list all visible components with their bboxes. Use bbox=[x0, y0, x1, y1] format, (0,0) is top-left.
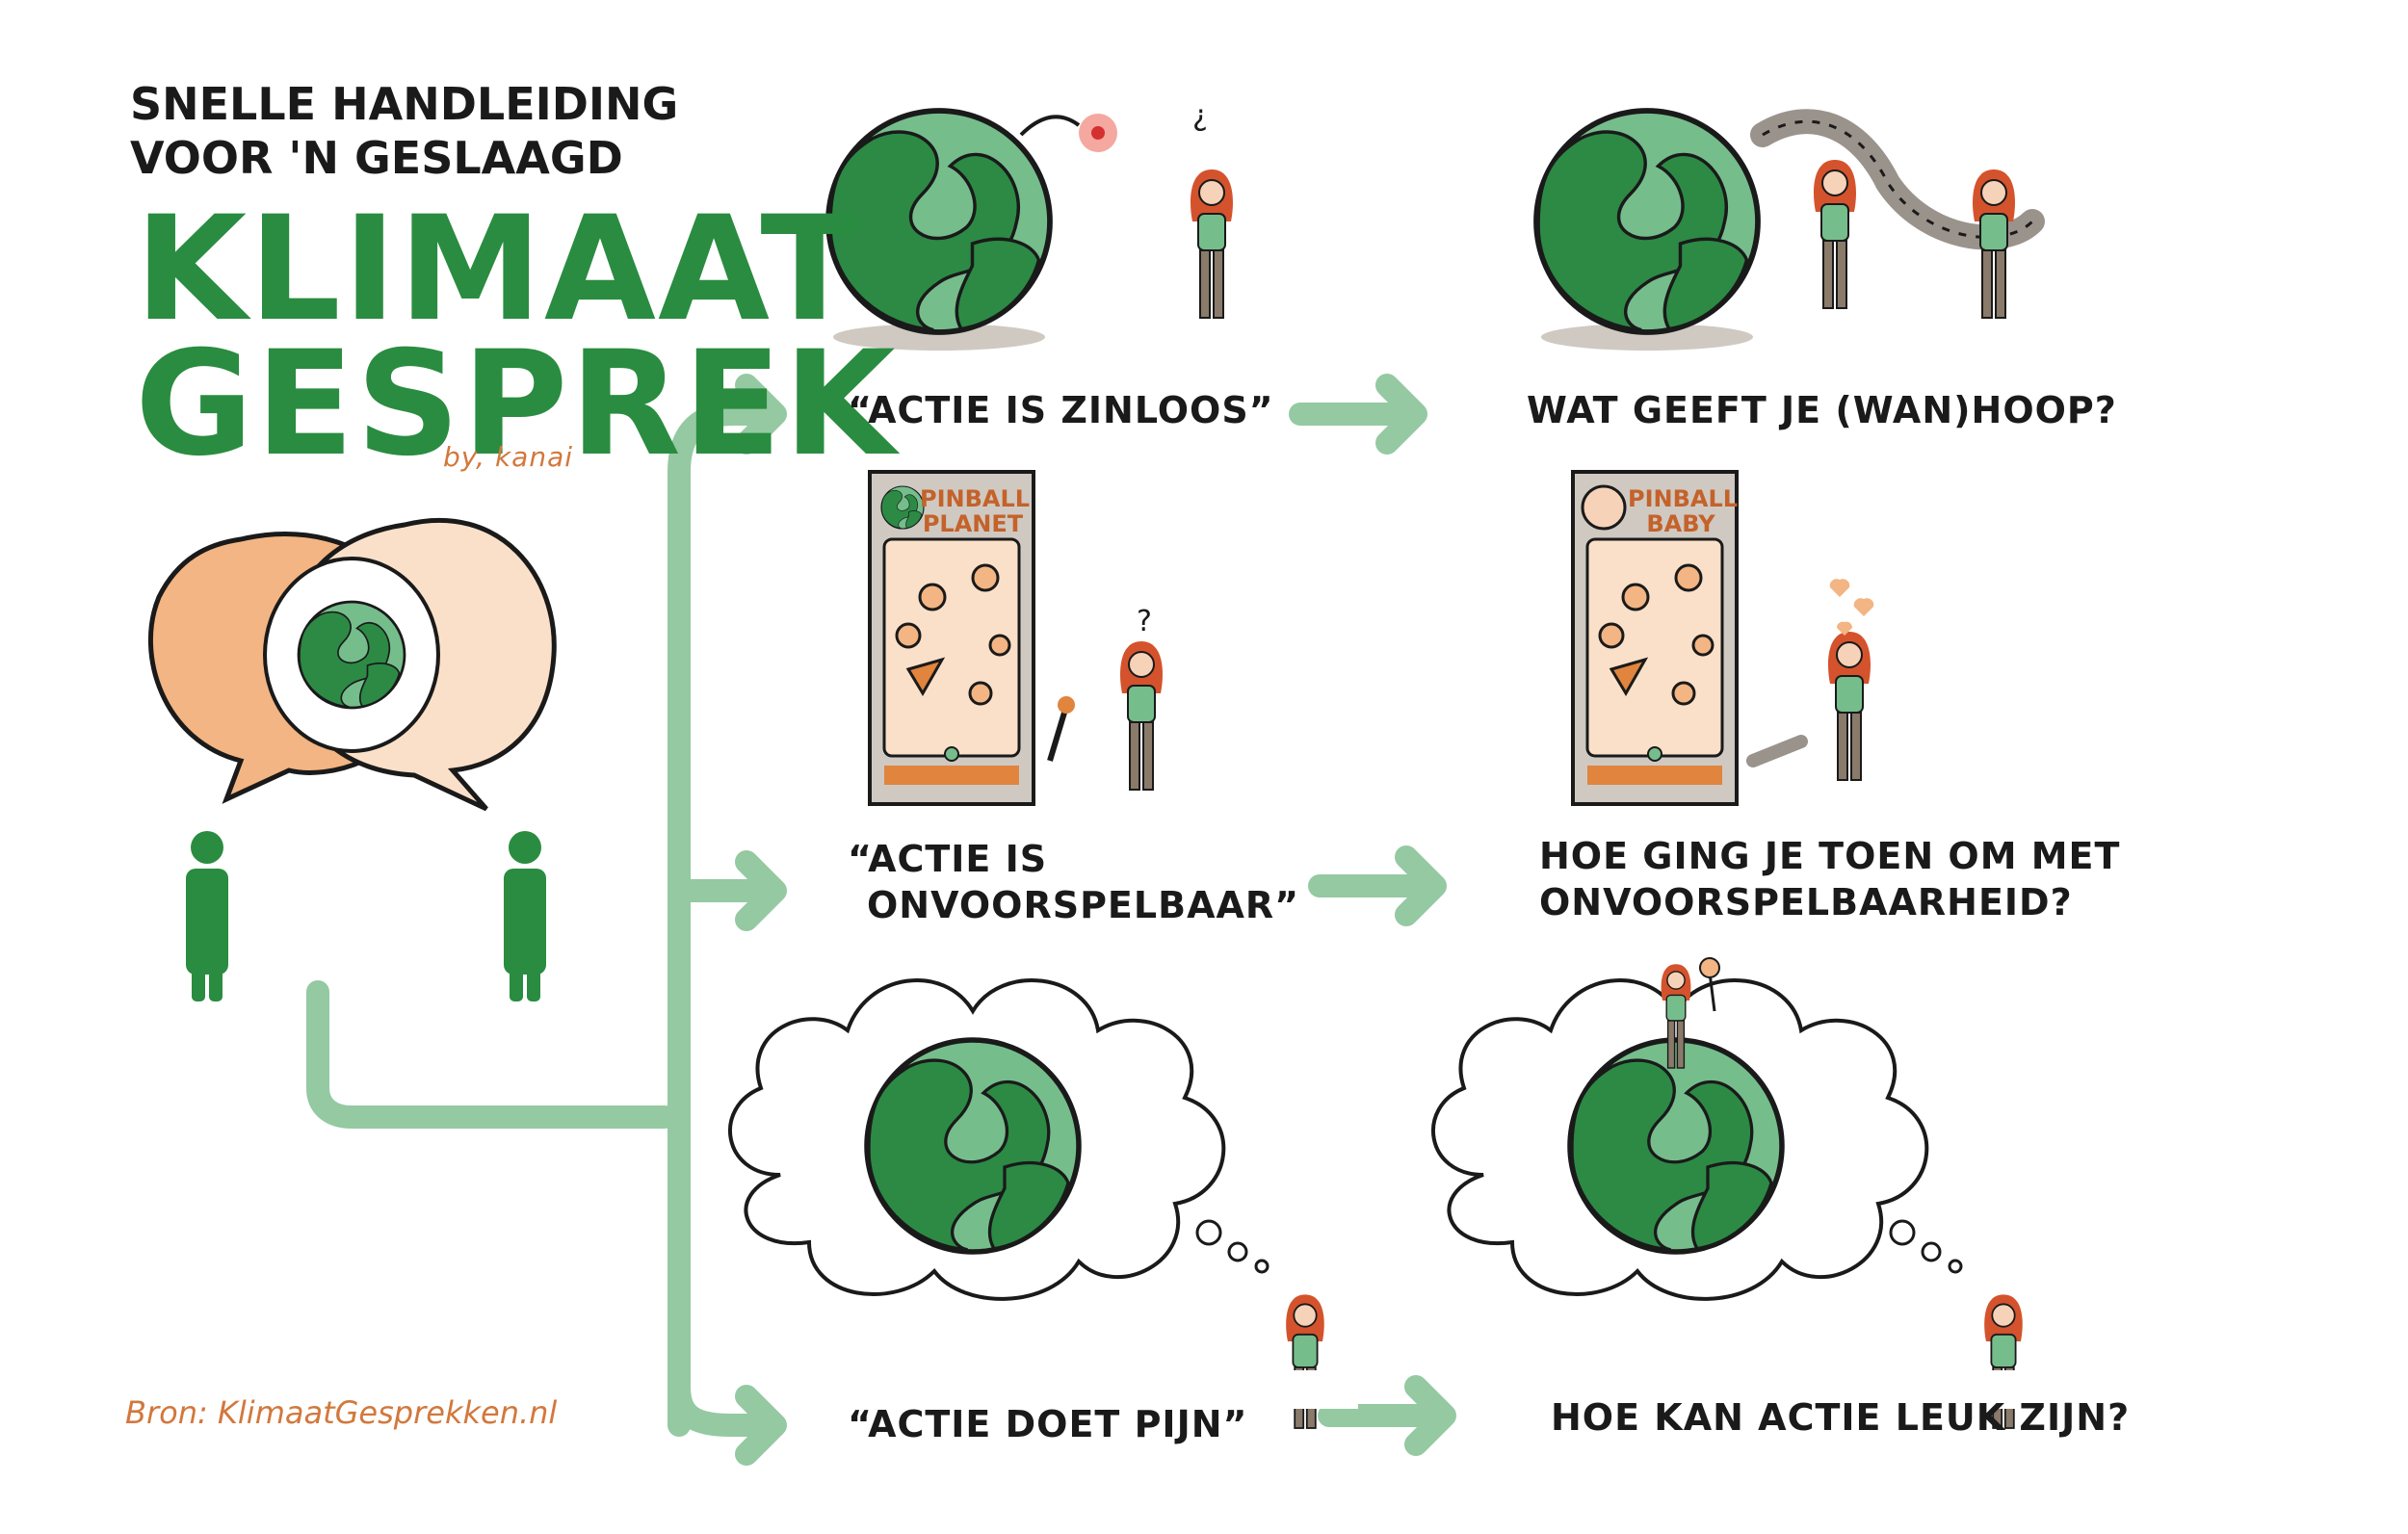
row2-question: HOE GING JE TOEN OM MET ONVOORSPELBAARHE… bbox=[1539, 833, 2120, 925]
row1-left-scene: ¿ bbox=[828, 99, 1234, 351]
row2-statement: “ACTIE IS ONVOORSPELBAAR” bbox=[848, 836, 1299, 928]
globe-icon bbox=[867, 1040, 1079, 1252]
row2-left-scene: ? bbox=[868, 470, 1164, 806]
byline: by, kanai bbox=[443, 441, 574, 473]
person-icon bbox=[1119, 640, 1164, 791]
pinball-planet-label: PINBALL PLANET bbox=[920, 485, 1031, 537]
person-icon bbox=[504, 831, 546, 1001]
row3-right-scene bbox=[1430, 957, 2056, 1429]
globe-icon bbox=[1570, 1040, 1782, 1252]
row1-question: WAT GEEFT JE (WAN)HOOP? bbox=[1527, 389, 2117, 431]
pinball-baby-line2: BABY bbox=[1646, 510, 1715, 537]
row2-statement-line1: “ACTIE IS bbox=[848, 838, 1048, 880]
globe-icon bbox=[880, 485, 925, 530]
person-icon bbox=[1813, 159, 1857, 309]
row2-right-scene bbox=[1571, 470, 1874, 806]
globe-icon bbox=[297, 600, 406, 710]
person-icon bbox=[1190, 169, 1234, 319]
pinball-baby-line1: PINBALL bbox=[1628, 485, 1739, 512]
baby-face-icon bbox=[1581, 484, 1627, 531]
bomb-icon bbox=[1019, 114, 1117, 152]
title-line1: KLIMAAT bbox=[135, 186, 861, 353]
subtitle-line1: SNELLE HANDLEIDING bbox=[130, 78, 679, 130]
row3-question: HOE KAN ACTIE LEUK ZIJN? bbox=[1551, 1396, 2131, 1439]
pinball-planet-line1: PINBALL bbox=[920, 485, 1031, 512]
person-icon bbox=[186, 831, 228, 1001]
pinball-baby-label: PINBALL BABY bbox=[1628, 485, 1739, 537]
row1-right-scene bbox=[1536, 111, 2045, 351]
row3-statement: “ACTIE DOET PIJN” bbox=[848, 1403, 1248, 1445]
svg-text:¿: ¿ bbox=[1192, 99, 1208, 133]
row2-question-line1: HOE GING JE TOEN OM MET bbox=[1539, 835, 2121, 877]
person-icon bbox=[1827, 631, 1871, 781]
row3-left-scene bbox=[727, 977, 1358, 1429]
venn-speech-bubbles bbox=[147, 517, 557, 812]
main-title: KLIMAAT GESPREK bbox=[135, 186, 898, 488]
title-line2: GESPREK bbox=[135, 321, 898, 488]
row1-statement: “ACTIE IS ZINLOOS” bbox=[848, 389, 1274, 431]
row2-statement-line2: ONVOORSPELBAAR” bbox=[867, 884, 1300, 926]
globe-icon bbox=[1536, 111, 1758, 332]
subtitle-line2: VOOR 'N GESLAAGD bbox=[130, 132, 623, 184]
svg-text:?: ? bbox=[1137, 605, 1152, 638]
source-credit: Bron: KlimaatGesprekken.nl bbox=[125, 1394, 558, 1431]
row2-question-line2: ONVOORSPELBAARHEID? bbox=[1539, 881, 2073, 923]
pinball-planet-line2: PLANET bbox=[922, 510, 1024, 537]
flower-icon bbox=[1699, 957, 1720, 1012]
guide-subtitle: SNELLE HANDLEIDING VOOR 'N GESLAAGD bbox=[130, 77, 678, 185]
heart-icon bbox=[1829, 579, 1874, 636]
flow-arrows bbox=[306, 374, 1456, 1466]
